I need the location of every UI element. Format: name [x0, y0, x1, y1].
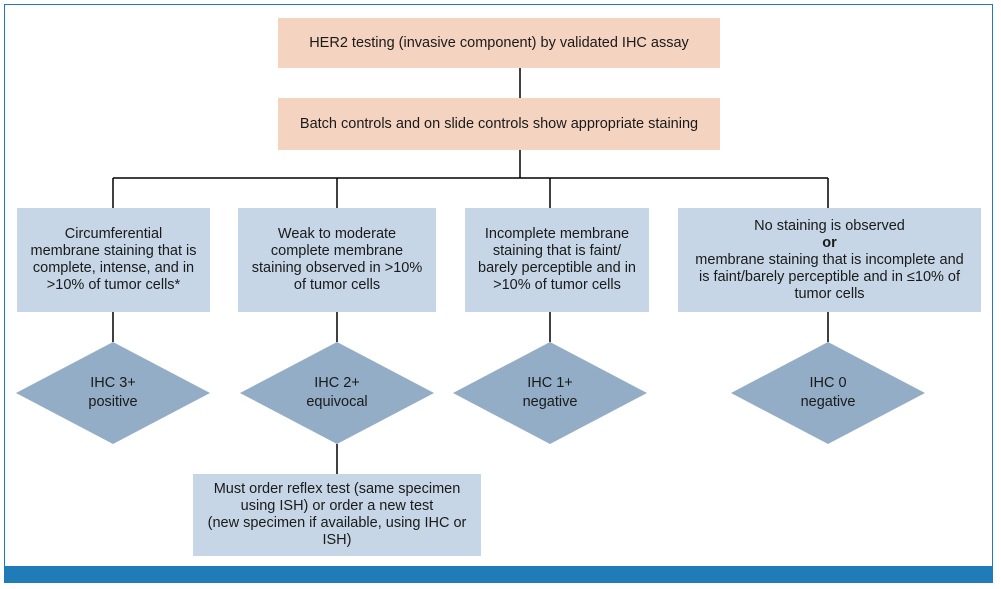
bottom-accent-bar — [4, 567, 993, 583]
result-score-ihc2: IHC 2+ — [314, 375, 360, 391]
result-ihc2: IHC 2+ equivocal — [267, 368, 407, 418]
diamond-ihc3 — [16, 342, 210, 444]
assay-box: HER2 testing (invasive component) by val… — [278, 18, 720, 68]
criteria-text-ihc1: Incomplete membrane staining that is fai… — [478, 226, 636, 293]
result-score-ihc1: IHC 1+ — [527, 375, 573, 391]
result-status-ihc1: negative — [522, 394, 578, 410]
criteria-box-ihc2: Weak to moderate complete membrane stain… — [238, 208, 436, 312]
result-score-ihc0: IHC 0 — [809, 375, 847, 391]
controls-box: Batch controls and on slide controls sho… — [278, 98, 720, 150]
criteria-text-ihc0-line2: membrane staining that is incomplete and… — [695, 251, 964, 302]
result-ihc0: IHC 0 negative — [758, 368, 898, 418]
criteria-text-ihc2: Weak to moderate complete membrane stain… — [251, 226, 423, 293]
criteria-box-ihc3: Circumferential membrane staining that i… — [17, 208, 210, 312]
diamond-ihc0 — [731, 342, 925, 444]
reflex-test-text: Must order reflex test (same specimen us… — [207, 481, 467, 548]
diamond-ihc1 — [453, 342, 647, 444]
result-status-ihc2: equivocal — [306, 394, 368, 410]
diamond-ihc2 — [240, 342, 434, 444]
result-status-ihc3: positive — [88, 394, 138, 410]
result-ihc1: IHC 1+ negative — [480, 368, 620, 418]
criteria-or-word: or — [822, 234, 837, 251]
criteria-text-ihc0-line1: No staining is observed — [754, 217, 905, 234]
reflex-test-box: Must order reflex test (same specimen us… — [193, 474, 481, 556]
result-status-ihc0: negative — [800, 394, 856, 410]
result-score-ihc3: IHC 3+ — [90, 375, 136, 391]
result-ihc3: IHC 3+ positive — [43, 368, 183, 418]
criteria-box-ihc1: Incomplete membrane staining that is fai… — [465, 208, 649, 312]
criteria-text-ihc3: Circumferential membrane staining that i… — [30, 226, 197, 293]
diagram-frame — [4, 4, 993, 567]
assay-text: HER2 testing (invasive component) by val… — [309, 34, 689, 51]
criteria-box-ihc0: No staining is observed or membrane stai… — [678, 208, 981, 312]
controls-text: Batch controls and on slide controls sho… — [299, 115, 699, 132]
